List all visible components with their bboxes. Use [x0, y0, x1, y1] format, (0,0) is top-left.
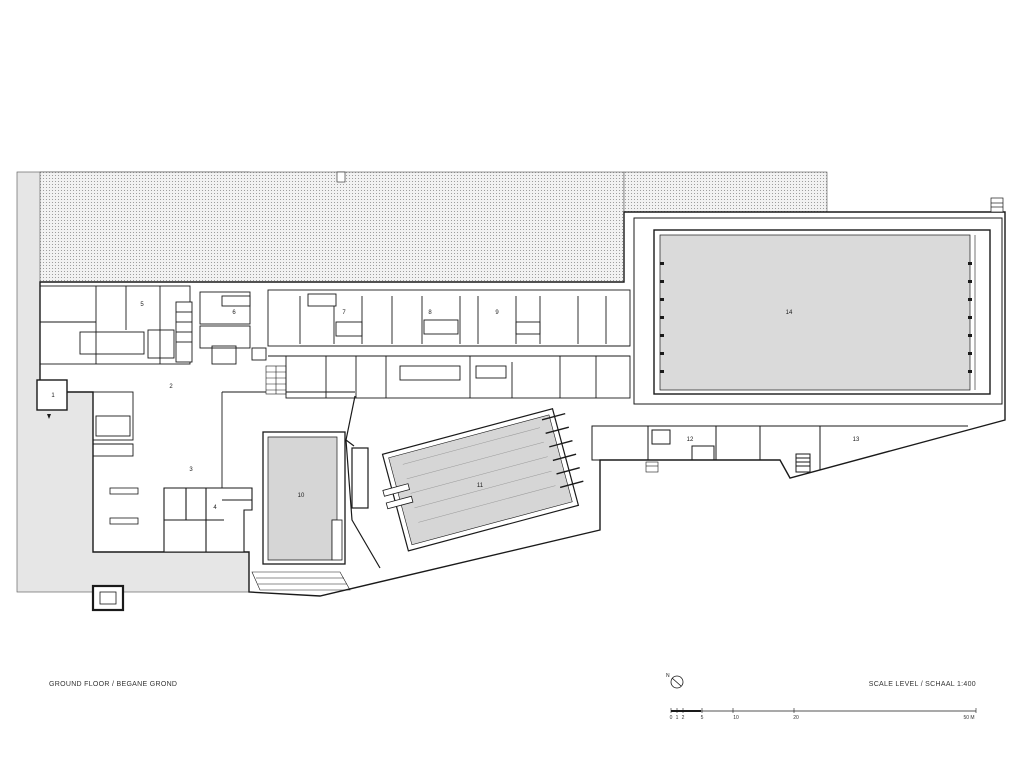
dotted-terrace-east [623, 171, 828, 213]
east-rooms [591, 425, 968, 473]
pool-label-14: 14 [786, 310, 793, 316]
pool-11-group [381, 408, 584, 552]
stair-box [91, 584, 125, 612]
room-label-2: 2 [169, 384, 173, 390]
stair-east [990, 197, 1004, 213]
room-label-9: 9 [495, 310, 499, 316]
scale-label: SCALE LEVEL / SCHAAL 1:400 [868, 681, 976, 688]
room-label-5: 5 [140, 302, 144, 308]
lobby-structure [92, 391, 355, 500]
pool-14-lane-markers [660, 262, 972, 373]
ramp [251, 571, 351, 591]
room-label-4: 4 [213, 505, 217, 511]
dotted-terrace-west [39, 171, 625, 283]
entrance-arrow [47, 414, 51, 419]
west-wing-rooms [39, 285, 267, 365]
room-label-12: 12 [687, 437, 694, 443]
room-label-1: 1 [51, 393, 55, 399]
drawing-title: GROUND FLOOR / BEGANE GROND [49, 681, 178, 688]
north-arrow: N [666, 673, 684, 689]
room-label-7: 7 [342, 310, 346, 316]
scale-tick-1: 1 [676, 715, 679, 721]
room-label-13: 13 [853, 437, 860, 443]
pool-label-11: 11 [477, 483, 484, 489]
room-label-8: 8 [428, 310, 432, 316]
entrance-box [36, 379, 68, 411]
scale-tick-20: 20 [793, 715, 799, 721]
scale-tick-50: 50 M [963, 715, 974, 721]
stair-west [265, 365, 287, 395]
north-label: N [666, 673, 670, 679]
block-4 [163, 487, 253, 553]
changing-cabins [109, 487, 139, 525]
room-label-3: 3 [189, 467, 193, 473]
stair-south [645, 461, 659, 473]
service-rooms [285, 355, 631, 399]
scale-tick-2: 2 [682, 715, 685, 721]
pool-14 [659, 234, 971, 391]
pool-label-10: 10 [298, 493, 305, 499]
pool-hall-walls [345, 395, 381, 569]
scale-bar: 0 1 2 5 10 20 50 M [670, 708, 977, 721]
terrace-stair [336, 171, 346, 183]
scale-tick-5: 5 [701, 715, 704, 721]
scale-tick-10: 10 [733, 715, 739, 721]
room-label-6: 6 [232, 310, 236, 316]
scale-tick-0: 0 [670, 715, 673, 721]
